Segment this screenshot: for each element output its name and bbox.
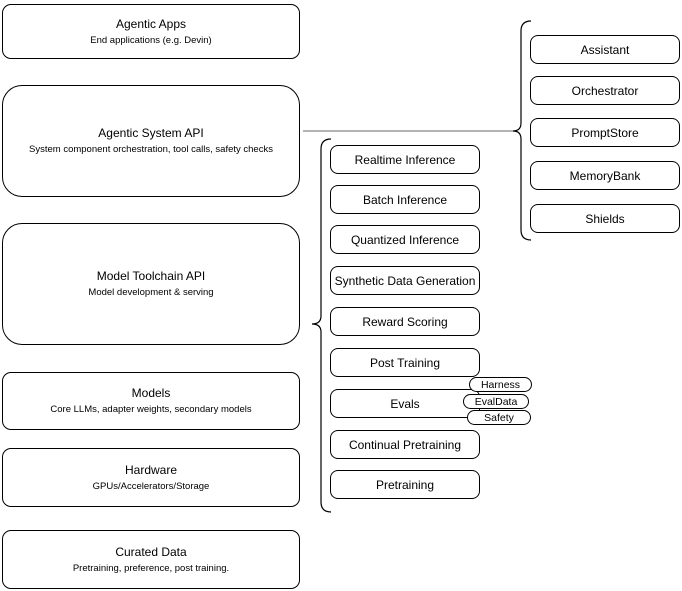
node-subtitle: End applications (e.g. Devin): [90, 34, 212, 46]
node-models: Models Core LLMs, adapter weights, secon…: [2, 372, 300, 430]
node-title: Agentic Apps: [115, 16, 187, 31]
node-agentic-apps: Agentic Apps End applications (e.g. Devi…: [2, 4, 300, 59]
node-curated-data: Curated Data Pretraining, preference, po…: [2, 530, 300, 589]
node-batch-inference: Batch Inference: [330, 185, 480, 214]
node-title: Agentic System API: [98, 126, 204, 140]
node-hardware: Hardware GPUs/Accelerators/Storage: [2, 448, 300, 507]
node-synthetic-data-generation: Synthetic Data Generation: [330, 266, 480, 295]
pill-evaldata: EvalData: [463, 394, 529, 409]
node-realtime-inference: Realtime Inference: [330, 145, 480, 174]
node-promptstore: PromptStore: [530, 118, 680, 147]
node-post-training: Post Training: [330, 348, 480, 377]
pill-harness: Harness: [469, 377, 532, 392]
brace-system-group: [512, 20, 532, 241]
node-subtitle: Core LLMs, adapter weights, secondary mo…: [50, 404, 252, 415]
node-agentic-system-api: Agentic System API System component orch…: [2, 85, 300, 197]
node-title: Curated Data: [115, 544, 187, 559]
node-quantized-inference: Quantized Inference: [330, 225, 480, 254]
node-reward-scoring: Reward Scoring: [330, 307, 480, 336]
node-pretraining: Pretraining: [330, 470, 480, 499]
node-subtitle: GPUs/Accelerators/Storage: [92, 480, 210, 492]
pill-safety: Safety: [467, 410, 531, 425]
node-shields: Shields: [530, 204, 680, 233]
node-evals: Evals: [330, 389, 480, 418]
node-title: Model Toolchain API: [96, 269, 206, 283]
node-title: Hardware: [124, 462, 178, 477]
brace-toolchain-group: [311, 138, 332, 513]
node-subtitle: System component orchestration, tool cal…: [29, 144, 273, 155]
node-assistant: Assistant: [530, 35, 680, 64]
node-subtitle: Model development & serving: [88, 287, 214, 298]
node-model-toolchain-api: Model Toolchain API Model development & …: [2, 223, 300, 345]
node-continual-pretraining: Continual Pretraining: [330, 430, 480, 459]
node-orchestrator: Orchestrator: [530, 76, 680, 105]
node-memorybank: MemoryBank: [530, 161, 680, 190]
node-title: Models: [131, 386, 171, 400]
node-subtitle: Pretraining, preference, post training.: [72, 562, 230, 574]
